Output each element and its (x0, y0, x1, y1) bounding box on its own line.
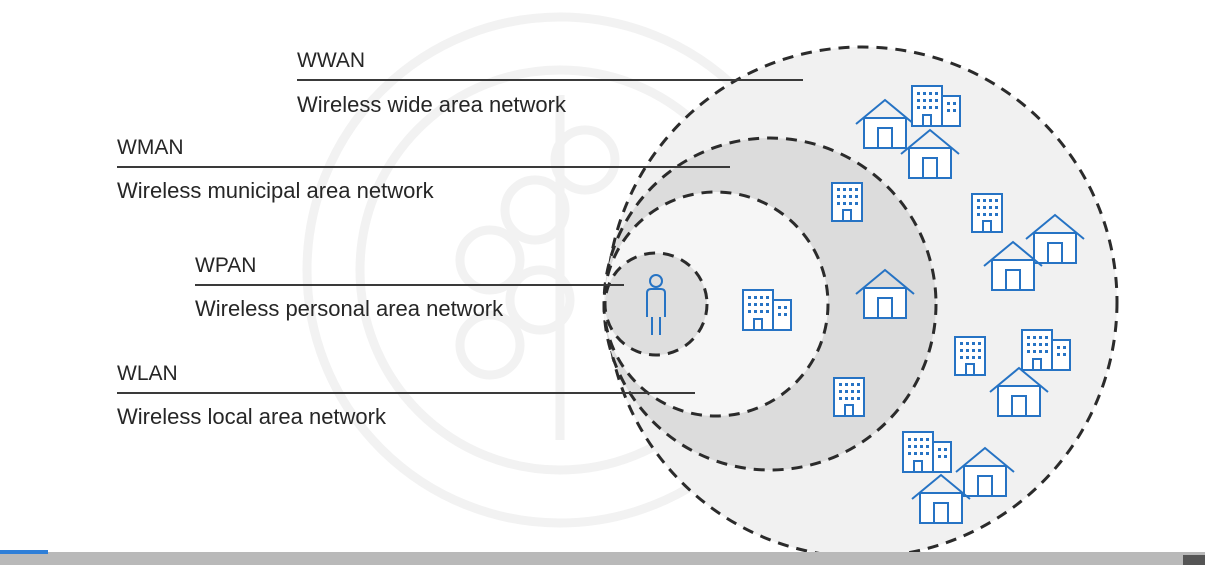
video-progress-fill (0, 550, 48, 554)
office-building-icon (833, 377, 865, 417)
wpan-circle (603, 251, 709, 357)
wman-acronym: WMAN (117, 136, 184, 159)
wpan-description: Wireless personal area network (195, 296, 504, 321)
wwan-description: Wireless wide area network (297, 92, 566, 117)
wlan-acronym: WLAN (117, 362, 178, 385)
wpan-acronym: WPAN (195, 254, 257, 277)
office-building-icon (971, 193, 1003, 233)
player-control-icon[interactable] (1183, 555, 1205, 565)
wlan-description: Wireless local area network (117, 404, 386, 429)
office-building-icon (831, 182, 863, 222)
office-building-icon (954, 336, 986, 376)
wwan-acronym: WWAN (297, 49, 366, 72)
wman-description: Wireless municipal area network (117, 178, 434, 203)
video-seek-bar[interactable] (0, 552, 1205, 565)
